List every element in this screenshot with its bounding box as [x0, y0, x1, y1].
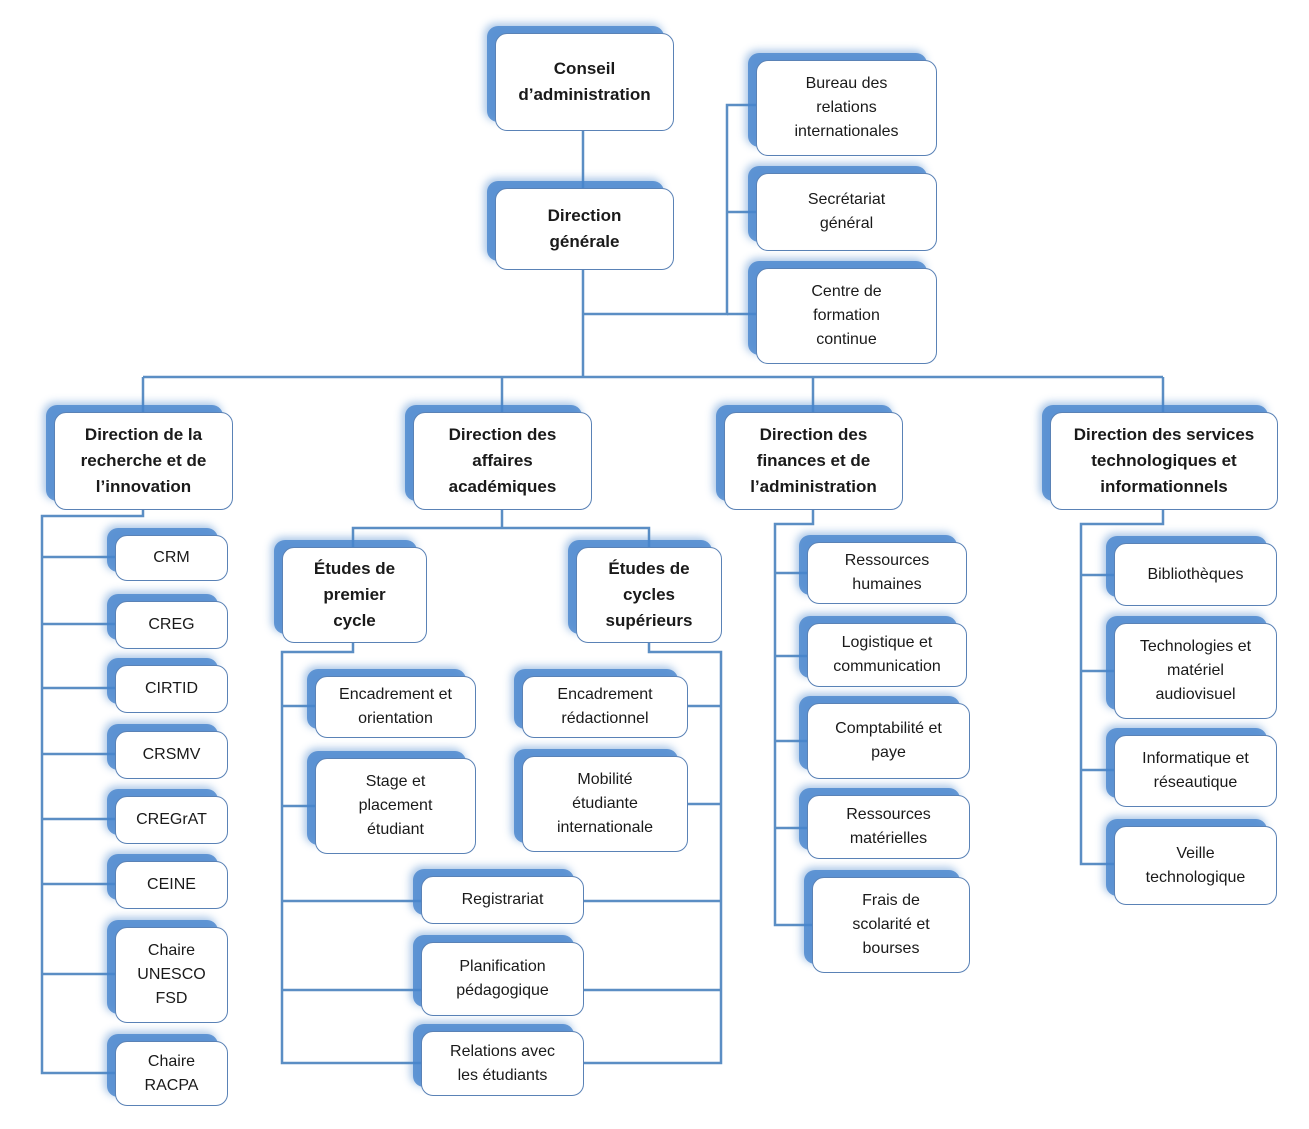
node-label: Chaire RACPA: [144, 1052, 199, 1094]
node-label: Conseil d’administration: [518, 59, 651, 104]
node-label: Technologies et matériel audiovisuel: [1139, 638, 1252, 703]
node-label: CRSMV: [142, 746, 201, 763]
node-label: Relations avec les étudiants: [450, 1042, 555, 1084]
node-label: Secrétariat général: [807, 191, 886, 232]
node-label: Veille technologique: [1145, 844, 1246, 886]
node-direction-generale: Direction générale: [495, 188, 674, 270]
connector-line: [583, 103, 756, 316]
node-label: CIRTID: [144, 680, 199, 697]
node-label: Frais de scolarité et bourses: [852, 892, 930, 957]
node-chaire-unesco-fsd: Chaire UNESCO FSD: [115, 927, 228, 1023]
node-cregrat: CREGrAT: [115, 796, 228, 844]
node-label: Encadrement et orientation: [339, 686, 452, 727]
node-etudes-premier-cycle: Études de premier cycle: [282, 547, 427, 643]
node-direction-finances: Direction des finances et de l’administr…: [724, 412, 903, 510]
node-mobilite-etudiante: Mobilité étudiante internationale: [522, 756, 688, 852]
node-label: Comptabilité et paye: [835, 720, 942, 761]
node-label: Direction des services technologiques et…: [1073, 425, 1255, 496]
node-bureau-relations-internationales: Bureau des relations internationales: [756, 60, 937, 156]
connector-line: [280, 643, 421, 1065]
connector-line: [1079, 510, 1165, 866]
node-label: Planification pédagogique: [456, 958, 549, 999]
node-label: Centre de formation continue: [811, 283, 882, 348]
node-etudes-cycles-superieurs: Études de cycles supérieurs: [576, 547, 722, 643]
node-label: Bibliothèques: [1147, 565, 1244, 583]
node-label: Encadrement rédactionnel: [557, 686, 653, 727]
node-label: CREGrAT: [136, 811, 207, 828]
node-relations-etudiants: Relations avec les étudiants: [421, 1031, 584, 1096]
node-creg: CREG: [115, 601, 228, 649]
node-crm: CRM: [115, 535, 228, 581]
node-label: Stage et placement étudiant: [358, 773, 433, 838]
node-direction-affaires-academiques: Direction des affaires académiques: [413, 412, 592, 510]
node-logistique-communication: Logistique et communication: [807, 623, 967, 687]
node-label: Direction des affaires académiques: [448, 425, 557, 496]
node-label: CREG: [148, 616, 195, 633]
node-label: CEINE: [147, 876, 196, 893]
node-secretariat-general: Secrétariat général: [756, 173, 937, 251]
node-label: Registrariat: [461, 891, 544, 908]
node-comptabilite-paye: Comptabilité et paye: [807, 703, 970, 779]
node-label: Direction générale: [547, 206, 622, 251]
node-label: Direction des finances et de l’administr…: [750, 425, 877, 496]
connector-line: [773, 510, 815, 927]
node-conseil-administration: Conseil d’administration: [495, 33, 674, 131]
node-ceine: CEINE: [115, 861, 228, 909]
connector-line: [40, 510, 145, 1075]
node-informatique-reseautique: Informatique et réseautique: [1114, 735, 1277, 807]
node-direction-services-technologiques: Direction des services technologiques et…: [1050, 412, 1278, 510]
node-encadrement-orientation: Encadrement et orientation: [315, 676, 476, 738]
node-label: Ressources humaines: [844, 552, 930, 593]
connector-line: [351, 526, 651, 547]
node-crsmv: CRSMV: [115, 731, 228, 779]
connector-line: [584, 643, 723, 1065]
node-direction-recherche: Direction de la recherche et de l’innova…: [54, 412, 233, 510]
node-encadrement-redactionnel: Encadrement rédactionnel: [522, 676, 688, 738]
node-chaire-racpa: Chaire RACPA: [115, 1041, 228, 1106]
node-label: CRM: [153, 549, 190, 566]
node-veille-technologique: Veille technologique: [1114, 826, 1277, 905]
node-label: Études de premier cycle: [313, 559, 396, 630]
node-label: Mobilité étudiante internationale: [556, 771, 654, 836]
node-planification-pedagogique: Planification pédagogique: [421, 942, 584, 1016]
node-cirtid: CIRTID: [115, 665, 228, 713]
node-label: Études de cycles supérieurs: [605, 559, 693, 630]
node-bibliotheques: Bibliothèques: [1114, 543, 1277, 606]
node-label: Logistique et communication: [833, 634, 941, 675]
node-frais-scolarite-bourses: Frais de scolarité et bourses: [812, 877, 970, 973]
node-ressources-materielles: Ressources matérielles: [807, 795, 970, 859]
node-label: Chaire UNESCO FSD: [137, 942, 206, 1007]
node-label: Direction de la recherche et de l’innova…: [80, 425, 207, 496]
node-ressources-humaines: Ressources humaines: [807, 542, 967, 604]
node-centre-formation-continue: Centre de formation continue: [756, 268, 937, 364]
node-technologies-materiel-audiovisuel: Technologies et matériel audiovisuel: [1114, 623, 1277, 719]
node-label: Informatique et réseautique: [1142, 750, 1249, 791]
node-stage-placement: Stage et placement étudiant: [315, 758, 476, 854]
node-registrariat: Registrariat: [421, 876, 584, 924]
node-label: Bureau des relations internationales: [794, 75, 899, 140]
node-label: Ressources matérielles: [846, 806, 931, 847]
